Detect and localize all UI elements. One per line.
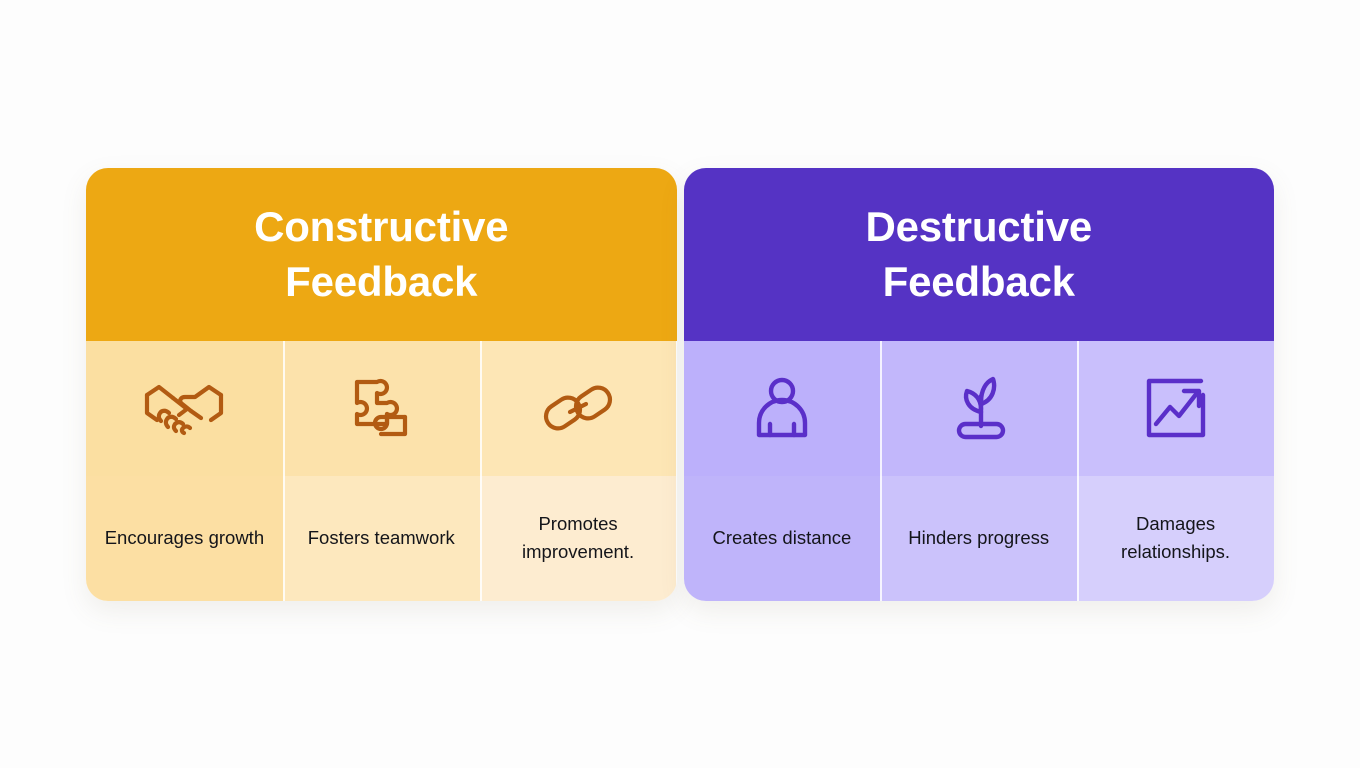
caption-text: Creates distance bbox=[712, 526, 852, 548]
caption-cell-creates-distance: Creates distance bbox=[683, 475, 881, 601]
panel-constructive: Constructive Feedback bbox=[86, 167, 677, 601]
icon-cell-damages-relationships bbox=[1077, 340, 1274, 476]
caption-text: Hinders progress bbox=[908, 526, 1050, 548]
puzzle-piece-icon bbox=[347, 376, 415, 440]
caption-text: Encourages growth bbox=[104, 526, 265, 548]
comparison-board: Constructive Feedback bbox=[86, 167, 1275, 601]
panel-constructive-title: Constructive Feedback bbox=[254, 202, 509, 305]
panel-destructive-header: Destructive Feedback bbox=[683, 167, 1274, 341]
handshake-icon bbox=[143, 379, 225, 437]
caption-text: Damages relationships. bbox=[1121, 512, 1231, 562]
caption-cell-fosters-teamwork: Fosters teamwork bbox=[282, 475, 480, 601]
single-person-icon bbox=[753, 377, 811, 439]
panel-destructive-caption-row: Creates distance Hinders progress Damage… bbox=[683, 475, 1275, 601]
caption-cell-damages-relationships: Damages relationships. bbox=[1077, 475, 1274, 601]
chain-link-icon bbox=[542, 379, 614, 437]
panel-constructive-caption-row: Encourages growth Fosters teamwork Promo… bbox=[86, 475, 677, 601]
icon-cell-encourages-growth bbox=[86, 340, 283, 476]
growth-chart-icon bbox=[1145, 377, 1207, 439]
caption-text: Promotes improvement. bbox=[522, 512, 635, 562]
panel-destructive-title: Destructive Feedback bbox=[865, 202, 1093, 305]
panel-constructive-icon-row bbox=[86, 340, 677, 476]
panel-destructive-icon-row bbox=[683, 340, 1275, 476]
caption-text: Fosters teamwork bbox=[307, 526, 455, 548]
icon-cell-creates-distance bbox=[683, 340, 881, 476]
caption-cell-hinders-progress: Hinders progress bbox=[880, 475, 1078, 601]
caption-cell-promotes-improvement: Promotes improvement. bbox=[479, 475, 677, 601]
caption-cell-encourages-growth: Encourages growth bbox=[86, 475, 283, 601]
icon-cell-fosters-teamwork bbox=[282, 340, 480, 476]
panel-constructive-header: Constructive Feedback bbox=[86, 167, 677, 341]
sprout-plant-icon bbox=[948, 376, 1010, 440]
icon-cell-hinders-progress bbox=[880, 340, 1078, 476]
panel-destructive: Destructive Feedback bbox=[683, 167, 1275, 601]
icon-cell-promotes-improvement bbox=[479, 340, 677, 476]
